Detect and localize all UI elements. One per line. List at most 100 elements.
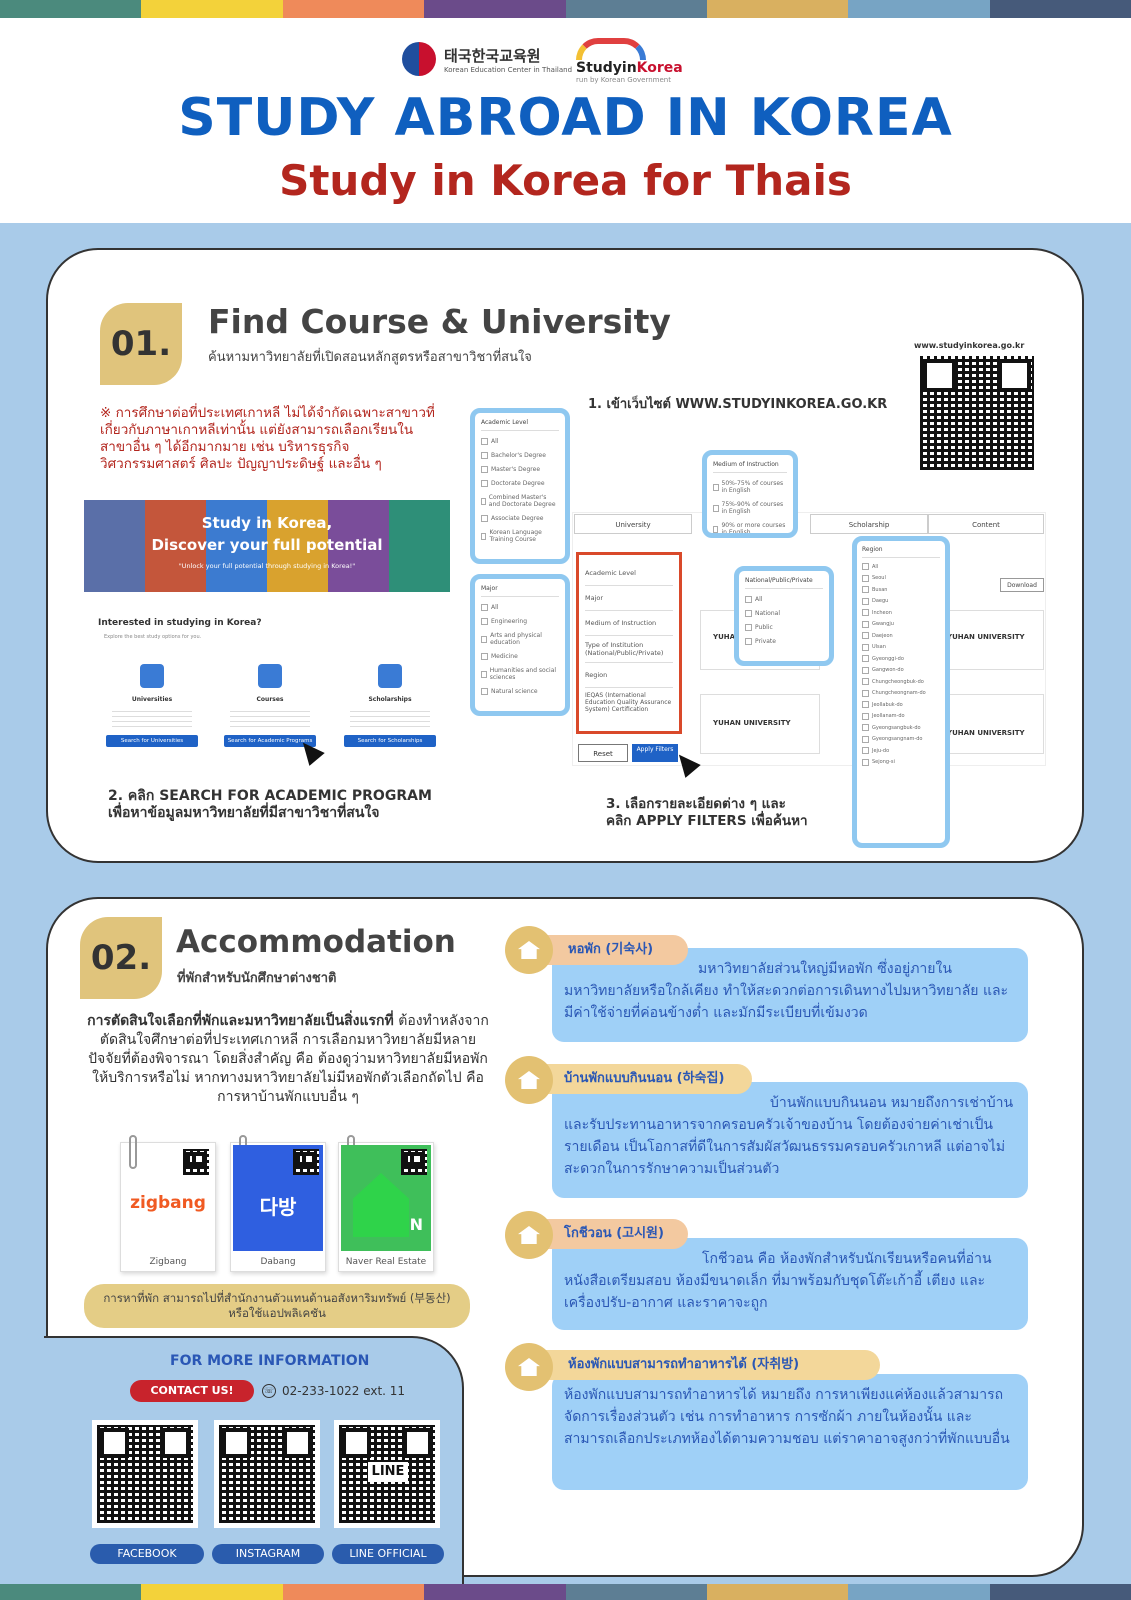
download-button[interactable]: Download <box>1000 578 1044 592</box>
interested-title: Interested in studying in Korea? <box>98 618 262 628</box>
dropdown-option[interactable]: Jeollanam-do <box>862 713 940 720</box>
dropdown-option[interactable]: All <box>745 596 823 603</box>
filter-row[interactable]: Medium of Instruction <box>585 611 673 636</box>
dropdown-option[interactable]: Sejong-si <box>862 759 940 766</box>
dropdown-option[interactable]: All <box>481 604 559 611</box>
facebook-button[interactable]: FACEBOOK <box>90 1544 204 1564</box>
dropdown-option[interactable]: 75%-90% of courses in English <box>713 501 787 515</box>
study-in-korea-banner: Study in Korea,Discover your full potent… <box>84 500 450 592</box>
filter-row[interactable]: Type of Institution (National/Public/Pri… <box>585 636 673 663</box>
intro-bold-text: การตัดสินใจเลือกที่พักและมหาวิทยาลัยเป็น… <box>87 1013 394 1029</box>
dropdown-option[interactable]: Doctorate Degree <box>481 480 559 487</box>
dropdown-option[interactable]: Natural science <box>481 688 559 695</box>
tab-scholarship[interactable]: Scholarship <box>810 514 928 534</box>
academic-level-dropdown[interactable]: Academic Level All Bachelor's Degree Mas… <box>470 408 570 564</box>
instagram-qr-code[interactable] <box>214 1420 320 1528</box>
institution-type-dropdown[interactable]: National/Public/Private All National Pub… <box>734 566 834 666</box>
dropdown-option[interactable]: Incheon <box>862 609 940 616</box>
dropdown-option[interactable]: Private <box>745 638 823 645</box>
dropdown-option[interactable]: Ulsan <box>862 644 940 651</box>
dropdown-option[interactable]: 50%-75% of courses in English <box>713 480 787 494</box>
filter-row[interactable]: Academic Level <box>585 561 673 586</box>
search-universities-button[interactable]: Search for Universities <box>106 735 198 747</box>
search-scholarship-icon <box>378 664 402 688</box>
result-university-name: YUHAN UNIVERSITY <box>947 633 1025 641</box>
filter-panel: Academic Level Major Medium of Instructi… <box>576 552 682 734</box>
dropdown-option[interactable]: Public <box>745 624 823 631</box>
search-scholarships-button[interactable]: Search for Scholarships <box>344 735 436 747</box>
apply-filters-button[interactable]: Apply Filters <box>632 744 678 762</box>
dropdown-option[interactable]: Seoul <box>862 575 940 582</box>
dropdown-option[interactable]: Arts and physical education <box>481 632 559 646</box>
app-card-dabang[interactable]: 다방 Dabang <box>230 1135 326 1272</box>
dropdown-option[interactable]: Engineering <box>481 618 559 625</box>
medium-of-instruction-dropdown[interactable]: Medium of Instruction 50%-75% of courses… <box>702 450 798 538</box>
dropdown-option[interactable]: Humanities and social sciences <box>481 667 559 681</box>
tab-content[interactable]: Content <box>928 514 1044 534</box>
card-courses: Courses Search for Academic Programs <box>220 664 320 747</box>
phone-number[interactable]: 02-233-1022 ext. 11 <box>282 1384 406 1398</box>
zigbang-qr-code[interactable] <box>183 1149 209 1175</box>
dropdown-option[interactable]: Busan <box>862 586 940 593</box>
logo-sub-text: run by Korean Government <box>576 76 671 84</box>
instagram-button[interactable]: INSTAGRAM <box>212 1544 324 1564</box>
accommodation-tip-pill: การหาที่พัก สามารถไปที่สำนักงานตัวแทนด้า… <box>84 1284 470 1328</box>
dropdown-option[interactable]: Jeollabuk-do <box>862 701 940 708</box>
reset-button[interactable]: Reset <box>578 744 628 762</box>
line-qr-code[interactable] <box>334 1420 440 1528</box>
website-label: www.studyinkorea.go.kr <box>914 341 1025 350</box>
line-official-button[interactable]: LINE OFFICIAL <box>332 1544 444 1564</box>
page-subtitle: Study in Korea for Thais <box>279 156 852 205</box>
result-card[interactable]: YUHAN UNIVERSITY <box>940 694 1044 754</box>
section2-subheading: ที่พักสำหรับนักศึกษาต่างชาติ <box>177 971 337 986</box>
dropdown-option[interactable]: Master's Degree <box>481 466 559 473</box>
dropdown-option[interactable]: All <box>862 563 940 570</box>
dropdown-option[interactable]: Medicine <box>481 653 559 660</box>
dropdown-option[interactable]: Gyeongsangbuk-do <box>862 724 940 731</box>
university-icon <box>140 664 164 688</box>
line-label: LINE <box>368 1462 408 1482</box>
filter-row[interactable]: Region <box>585 663 673 688</box>
dropdown-option[interactable]: National <box>745 610 823 617</box>
book-icon <box>258 664 282 688</box>
facebook-qr-code[interactable] <box>92 1420 198 1528</box>
dropdown-option[interactable]: Daegu <box>862 598 940 605</box>
boarding-house-description: บ้านพักแบบกินนอน หมายถึงการเช่าบ้านและรั… <box>552 1082 1028 1198</box>
studyinkorea-qr-code[interactable] <box>920 356 1034 470</box>
dropdown-option[interactable]: Daejeon <box>862 632 940 639</box>
naver-qr-code[interactable] <box>401 1149 427 1175</box>
filter-row[interactable]: Major <box>585 586 673 611</box>
dabang-logo: 다방 <box>259 1195 297 1219</box>
tab-university[interactable]: University <box>574 514 692 534</box>
dropdown-option[interactable]: Associate Degree <box>481 515 559 522</box>
step2-line1: 2. คลิก SEARCH FOR ACADEMIC PROGRAM <box>108 788 432 804</box>
dropdown-option[interactable]: Chungcheongnam-do <box>862 690 940 697</box>
dropdown-option[interactable]: Chungcheongbuk-do <box>862 678 940 685</box>
region-dropdown[interactable]: Region All Seoul Busan Daegu Incheon Gwa… <box>852 536 950 848</box>
card-scholarships: Scholarships Search for Scholarships <box>340 664 440 747</box>
filter-row[interactable]: IEQAS (International Education Quality A… <box>585 692 672 713</box>
dropdown-title: Medium of Instruction <box>713 461 787 473</box>
dropdown-option[interactable]: All <box>481 438 559 445</box>
result-card[interactable]: YUHAN UNIVERSITY <box>940 610 1044 670</box>
dropdown-option[interactable]: 90% or more courses in English <box>713 522 787 533</box>
dabang-qr-code[interactable] <box>293 1149 319 1175</box>
dropdown-option[interactable]: Bachelor's Degree <box>481 452 559 459</box>
dropdown-option[interactable]: Korean Language Training Course <box>481 529 559 543</box>
accommodation-intro: การตัดสินใจเลือกที่พักและมหาวิทยาลัยเป็น… <box>86 1012 490 1107</box>
dropdown-option[interactable]: Combined Master's and Doctorate Degree <box>481 494 559 508</box>
major-dropdown[interactable]: Major All Engineering Arts and physical … <box>470 574 570 716</box>
app-card-naver-real-estate[interactable]: N Naver Real Estate <box>338 1135 434 1272</box>
result-card[interactable]: YUHAN UNIVERSITY <box>700 694 820 754</box>
dropdown-option[interactable]: Gwangju <box>862 621 940 628</box>
search-academic-programs-button[interactable]: Search for Academic Programs <box>224 735 316 747</box>
dropdown-option[interactable]: Gyeongsangnam-do <box>862 736 940 743</box>
logo-korean-text: 태국한국교육원 <box>444 46 541 65</box>
dropdown-option[interactable]: Jeju-do <box>862 747 940 754</box>
result-university-name: YUHAN UNIVERSITY <box>713 719 791 727</box>
app-card-zigbang[interactable]: zigbang Zigbang <box>120 1135 216 1272</box>
step3-line1: 3. เลือกรายละเอียดต่าง ๆ และ <box>606 796 786 812</box>
dropdown-option[interactable]: Gangwon-do <box>862 667 940 674</box>
dropdown-option[interactable]: Gyeonggi-do <box>862 655 940 662</box>
contact-us-button[interactable]: CONTACT US! <box>130 1380 254 1402</box>
